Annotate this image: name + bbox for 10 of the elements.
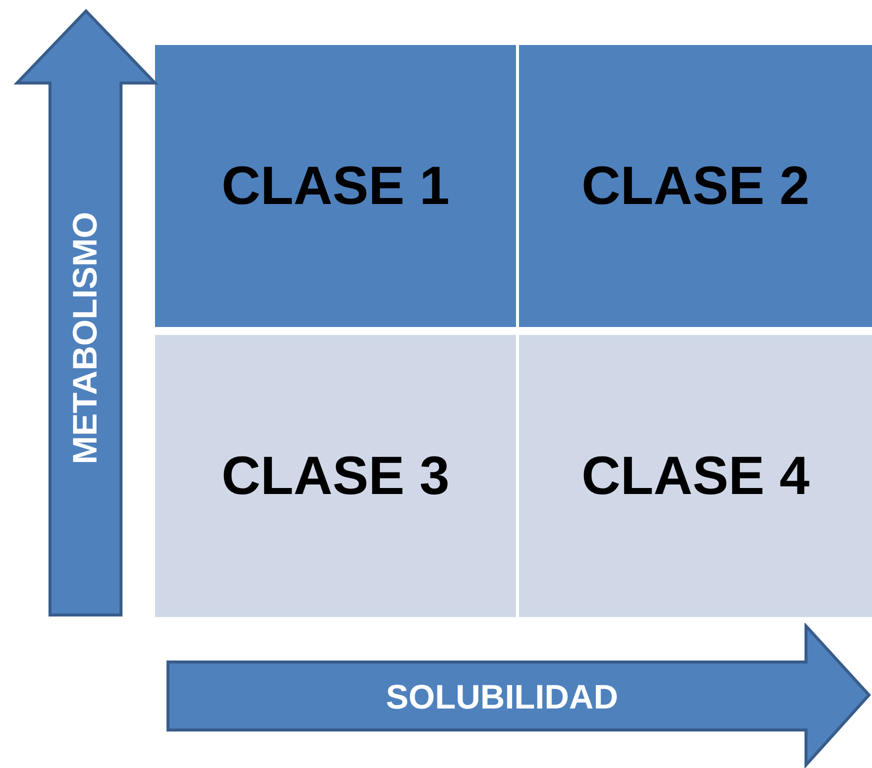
- quadrant-cell: [155, 45, 516, 327]
- quadrant-label: CLASE 2: [581, 155, 810, 217]
- quadrant-label: CLASE 4: [581, 445, 810, 507]
- quadrant-cell: [519, 45, 872, 327]
- quadrant-cell: [519, 335, 872, 617]
- axis-label: METABOLISMO: [66, 212, 106, 464]
- quadrant-label: CLASE 1: [221, 155, 450, 217]
- quadrant-label: CLASE 3: [221, 445, 450, 507]
- axis-label: SOLUBILIDAD: [386, 678, 618, 718]
- quadrant-cell: [155, 335, 516, 617]
